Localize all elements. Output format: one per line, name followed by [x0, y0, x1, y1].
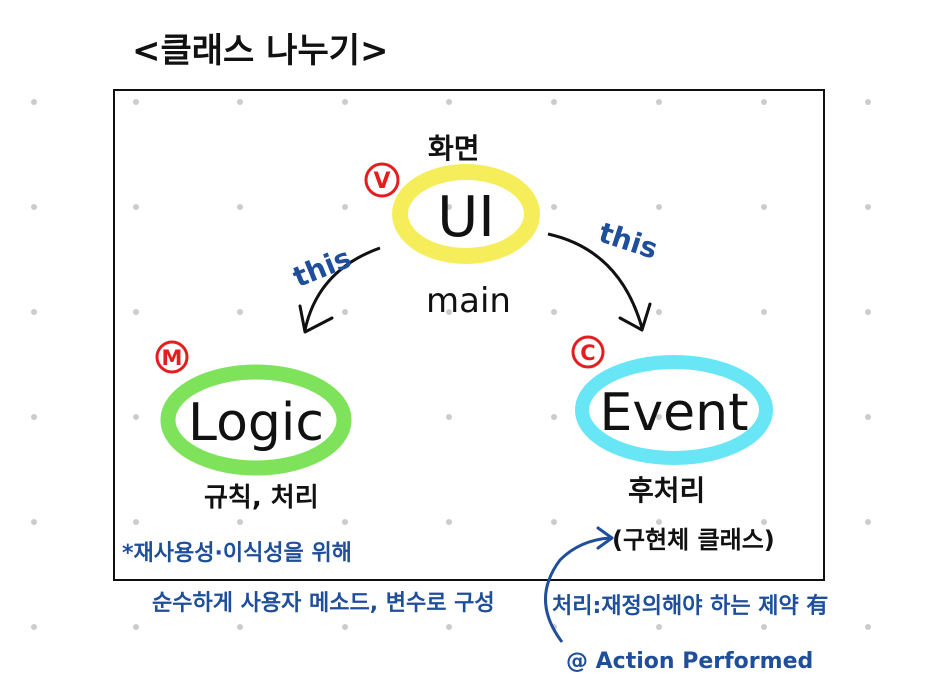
ui-label: UI	[437, 185, 495, 250]
grid-dot	[656, 519, 662, 525]
arrow-left-label: this	[288, 241, 356, 294]
grid-dot	[342, 309, 348, 315]
event-badge: C	[571, 335, 605, 369]
grid-dot	[551, 204, 557, 210]
grid-dot	[865, 309, 871, 315]
grid-dot	[342, 99, 348, 105]
ui-ring	[392, 164, 540, 264]
grid-dot	[551, 519, 557, 525]
grid-dot	[656, 309, 662, 315]
arrow-right-label: this	[595, 216, 662, 266]
grid-dot	[133, 624, 139, 630]
grid-dot	[761, 519, 767, 525]
grid-dot	[761, 624, 767, 630]
event-bottom-label: 후처리	[628, 474, 705, 507]
right-note-line1: 처리:재정의해야 하는 제약 有	[552, 593, 828, 619]
ui-node: 화면 UI V main	[364, 132, 540, 321]
grid-dot	[342, 204, 348, 210]
grid-dot	[446, 309, 452, 315]
grid-dot	[133, 519, 139, 525]
logic-badge: M	[155, 340, 189, 374]
action-connector-arrow	[544, 526, 614, 643]
ui-badge: V	[364, 162, 400, 198]
left-note-line2: 순수하게 사용자 메소드, 변수로 구성	[152, 591, 495, 616]
grid-dot	[446, 624, 452, 630]
logic-label: Logic	[188, 393, 324, 453]
diagram-frame	[113, 89, 825, 581]
grid-dot	[342, 519, 348, 525]
grid-dot	[237, 309, 243, 315]
event-sub-label: (구현체 클래스)	[612, 526, 775, 554]
ui-top-label: 화면	[428, 132, 480, 165]
grid-dot	[31, 309, 37, 315]
grid-dot	[656, 99, 662, 105]
logic-badge-letter: M	[162, 346, 183, 370]
logic-ring	[160, 364, 352, 476]
grid-dot	[133, 204, 139, 210]
left-note-line1: *재사용성·이식성을 위해	[122, 541, 352, 566]
grid-dot	[656, 624, 662, 630]
grid-dot	[237, 519, 243, 525]
grid-dot	[446, 99, 452, 105]
grid-dot	[865, 99, 871, 105]
grid-dot	[865, 414, 871, 420]
logic-node: Logic M 규칙, 처리	[155, 340, 352, 513]
grid-dot	[237, 624, 243, 630]
grid-dot	[551, 414, 557, 420]
grid-dot	[133, 99, 139, 105]
grid-dot	[133, 414, 139, 420]
grid-dot	[656, 204, 662, 210]
grid-dot	[551, 99, 557, 105]
event-ring	[575, 355, 773, 465]
arrow-ui-to-event	[547, 232, 652, 332]
grid-dot	[551, 309, 557, 315]
grid-dot	[656, 414, 662, 420]
grid-dot	[446, 204, 452, 210]
grid-dot	[237, 99, 243, 105]
event-badge-letter: C	[580, 341, 595, 365]
event-label: Event	[600, 383, 749, 443]
grid-dot	[446, 414, 452, 420]
right-note-line2: @ Action Performed	[566, 649, 813, 674]
logic-bottom-label: 규칙, 처리	[204, 483, 319, 513]
grid-dot	[31, 204, 37, 210]
grid-dot	[865, 204, 871, 210]
grid-dot	[133, 309, 139, 315]
grid-dot	[31, 414, 37, 420]
grid-dot	[31, 624, 37, 630]
grid-dot	[761, 204, 767, 210]
grid-dot	[446, 519, 452, 525]
diagram-title: <클래스 나누기>	[132, 31, 389, 71]
grid-dot	[237, 414, 243, 420]
arrow-ui-to-logic	[298, 246, 381, 334]
grid-dot	[761, 99, 767, 105]
grid-dot	[761, 309, 767, 315]
grid-dot	[237, 204, 243, 210]
grid-dot	[865, 624, 871, 630]
ui-badge-letter: V	[373, 169, 390, 194]
grid-dot	[31, 99, 37, 105]
event-node: Event C 후처리 (구현체 클래스)	[571, 335, 775, 554]
grid-dot	[342, 624, 348, 630]
grid-dot	[865, 519, 871, 525]
dot-grid	[31, 99, 871, 630]
ui-bottom-label: main	[426, 281, 511, 321]
grid-dot	[31, 519, 37, 525]
